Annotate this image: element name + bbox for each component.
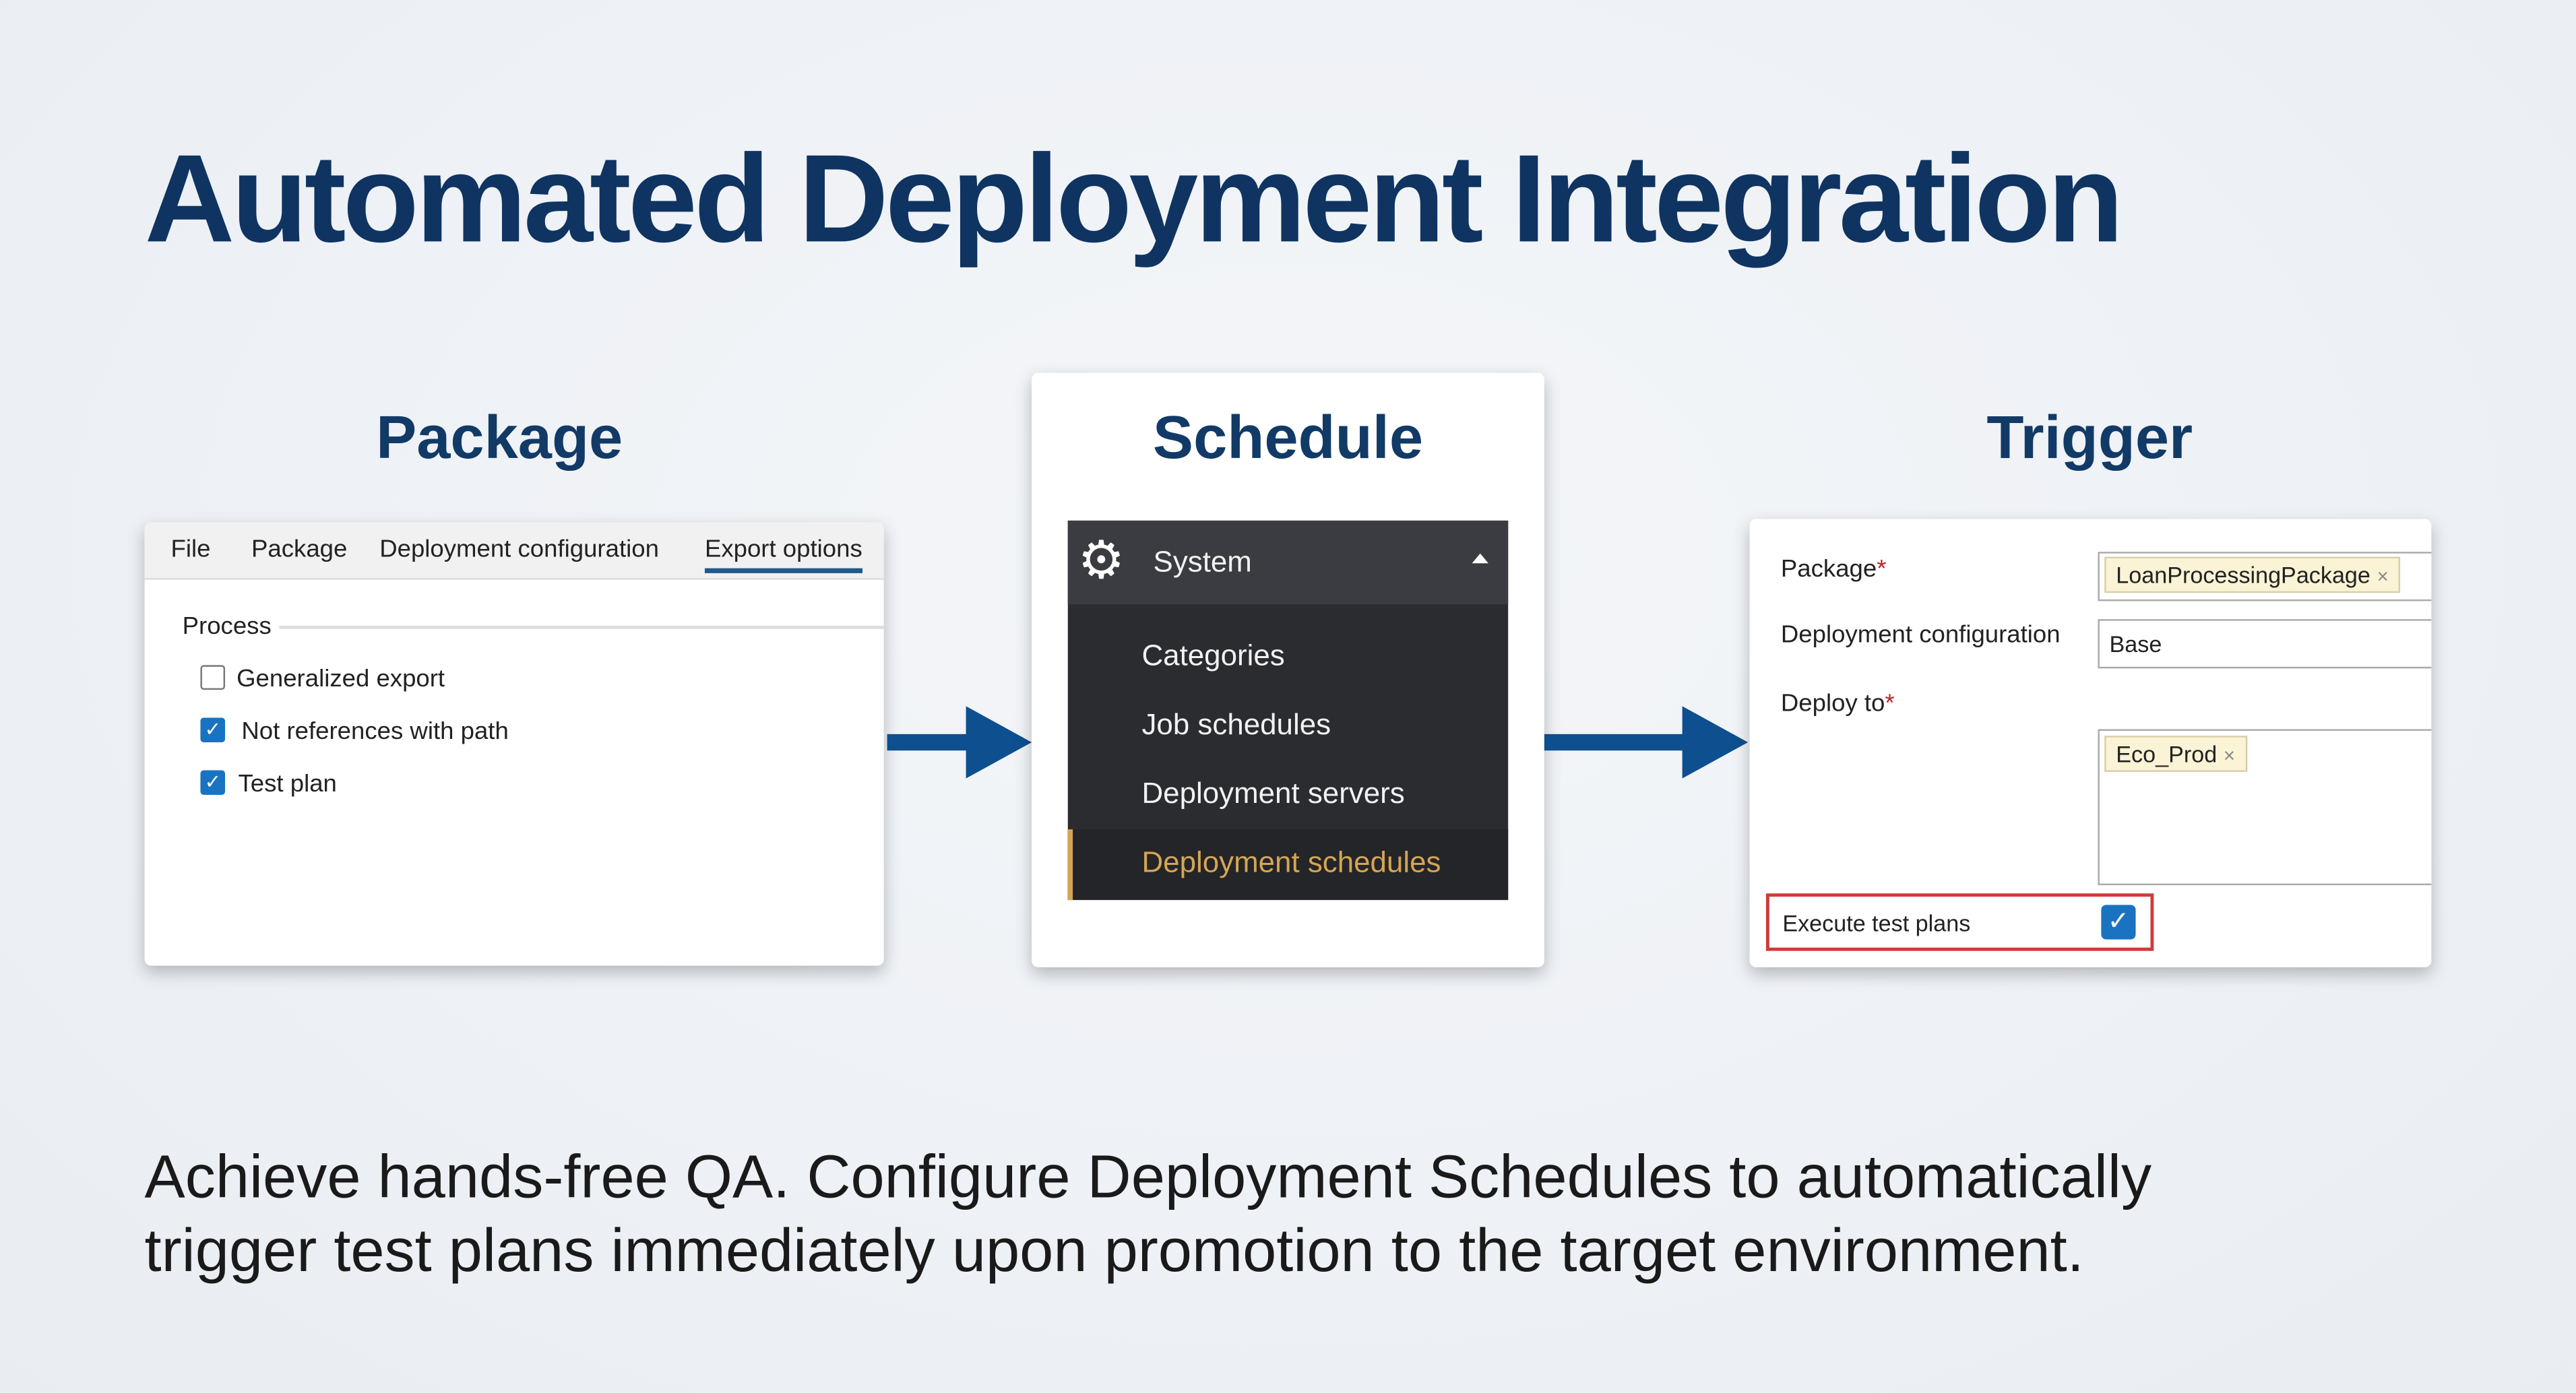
execute-test-plans-highlight: Execute test plans ✓: [1765, 893, 2154, 951]
deployment-config-value: Base: [2109, 630, 2162, 657]
system-menu-header[interactable]: ⚙ System: [1067, 520, 1509, 605]
menu-item-categories[interactable]: Categories: [1141, 639, 1285, 672]
caption-line-2: trigger test plans immediately upon prom…: [144, 1217, 2084, 1285]
remove-tag-icon[interactable]: ×: [2377, 564, 2389, 588]
chevron-up-icon[interactable]: [1472, 553, 1488, 564]
deploy-to-label: Deploy to*: [1780, 690, 1895, 718]
system-menu: ⚙ System Categories Job schedules Deploy…: [1067, 520, 1509, 901]
system-label: System: [1153, 545, 1252, 579]
deploy-to-input[interactable]: Eco_Prod×: [2098, 729, 2432, 886]
deployment-schedules-label: Deployment schedules: [1141, 845, 1441, 879]
tab-file[interactable]: File: [170, 535, 211, 564]
arrow-2-shaft: [1544, 734, 1689, 751]
arrow-right-icon: [1682, 706, 1749, 779]
caption: Achieve hands-free QA. Configure Deploym…: [145, 1140, 2152, 1287]
package-tag: LoanProcessingPackage×: [2104, 556, 2400, 593]
package-input[interactable]: LoanProcessingPackage×: [2098, 552, 2432, 602]
menu-item-deployment-schedules[interactable]: Deployment schedules: [1067, 829, 1509, 901]
process-section-label: Process: [182, 612, 272, 641]
package-field-label: Package*: [1780, 555, 1887, 583]
not-references-label: Not references with path: [241, 717, 509, 746]
page-title: Automated Deployment Integration: [144, 129, 2124, 269]
menu-item-job-schedules[interactable]: Job schedules: [1141, 707, 1331, 741]
schedule-card: Schedule ⚙ System Categories Job schedul…: [1032, 372, 1544, 968]
gear-icon: ⚙: [1077, 530, 1125, 590]
deployment-config-input[interactable]: Base: [2098, 619, 2432, 669]
tab-export-options[interactable]: Export options: [704, 536, 862, 573]
generalized-export-label: Generalized export: [237, 665, 445, 693]
execute-test-plans-label: Execute test plans: [1782, 909, 1971, 936]
deployment-config-label: Deployment configuration: [1780, 620, 2061, 649]
tab-bar: File Package Deployment configuration Ex…: [144, 522, 884, 580]
arrow-1-shaft: [887, 734, 973, 751]
arrow-right-icon: [966, 706, 1032, 779]
trigger-heading: Trigger: [1986, 403, 2193, 472]
menu-item-deployment-servers[interactable]: Deployment servers: [1141, 777, 1405, 810]
deploy-to-tag: Eco_Prod×: [2104, 736, 2247, 772]
remove-tag-icon[interactable]: ×: [2223, 744, 2236, 767]
section-divider: [279, 625, 884, 629]
caption-line-1: Achieve hands-free QA. Configure Deploym…: [144, 1142, 2152, 1210]
generalized-export-checkbox[interactable]: [200, 665, 226, 690]
export-options-panel: File Package Deployment configuration Ex…: [144, 522, 884, 966]
tab-package[interactable]: Package: [251, 535, 348, 564]
package-heading: Package: [376, 403, 623, 472]
execute-test-plans-checkbox[interactable]: ✓: [2101, 905, 2136, 940]
not-references-checkbox[interactable]: ✓: [200, 717, 226, 743]
tab-deployment-configuration[interactable]: Deployment configuration: [379, 535, 659, 564]
schedule-heading: Schedule: [1152, 403, 1424, 472]
trigger-form: Package* LoanProcessingPackage× Deployme…: [1749, 519, 2432, 968]
test-plan-label: Test plan: [238, 770, 337, 798]
test-plan-checkbox[interactable]: ✓: [200, 770, 226, 796]
